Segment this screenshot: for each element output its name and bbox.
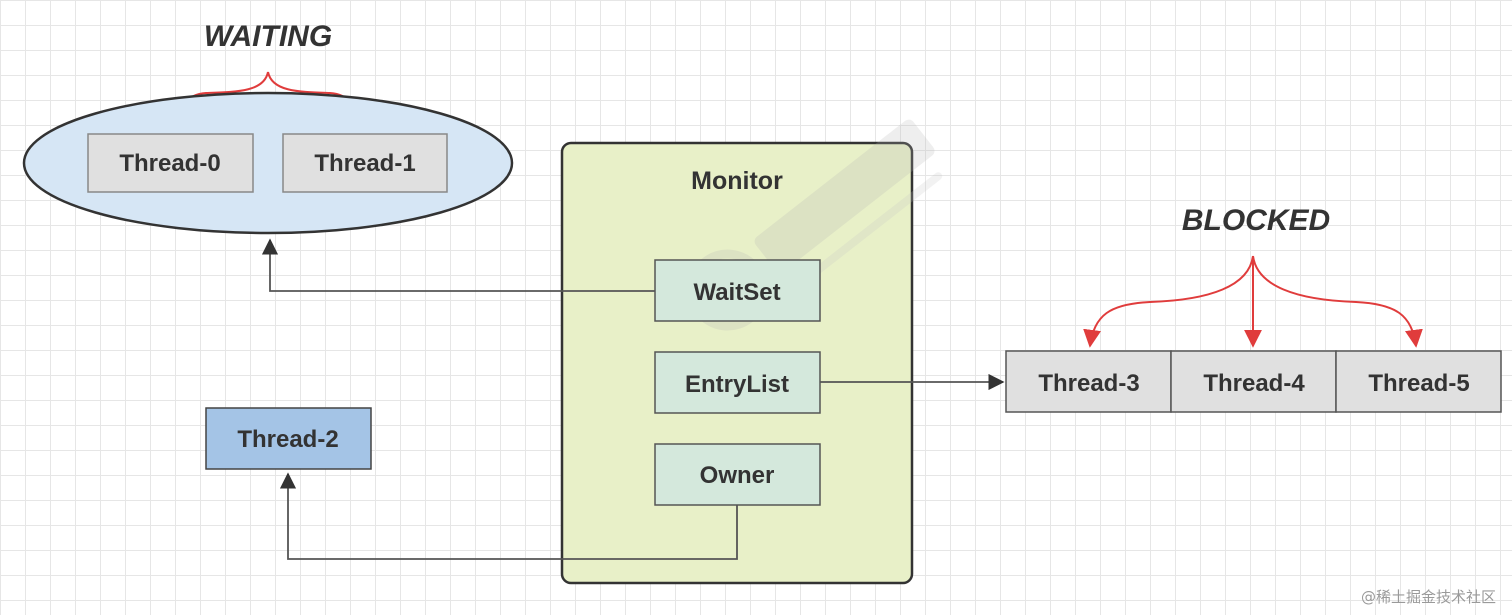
owner-label: Owner bbox=[700, 462, 775, 489]
entry-list-slot[interactable]: EntryList bbox=[654, 351, 821, 414]
wait-set-slot[interactable]: WaitSet bbox=[654, 259, 821, 322]
source-credit: @稀土掘金技术社区 bbox=[1360, 588, 1496, 606]
thread-4-box[interactable]: Thread-4 bbox=[1170, 350, 1337, 413]
waiting-label: WAITING bbox=[204, 20, 332, 53]
blocked-arrow-left bbox=[1083, 255, 1254, 348]
monitor-title: Monitor bbox=[691, 167, 783, 195]
waitset-to-waiting-arrow bbox=[261, 238, 655, 292]
thread-4-label: Thread-4 bbox=[1203, 370, 1305, 397]
thread-0-box[interactable]: Thread-0 bbox=[87, 133, 254, 193]
blocked-label: BLOCKED bbox=[1182, 204, 1330, 237]
thread-5-label: Thread-5 bbox=[1368, 370, 1469, 397]
owner-to-thread-2-arrow bbox=[279, 472, 738, 560]
thread-1-label: Thread-1 bbox=[314, 150, 415, 177]
wait-set-ellipse bbox=[22, 91, 514, 235]
wait-set-label: WaitSet bbox=[693, 279, 780, 306]
thread-2-label: Thread-2 bbox=[237, 426, 338, 453]
thread-3-label: Thread-3 bbox=[1038, 370, 1139, 397]
blocked-arrow-right bbox=[1252, 255, 1423, 348]
owner-slot[interactable]: Owner bbox=[654, 443, 821, 506]
entry-list-label: EntryList bbox=[685, 371, 789, 398]
thread-3-box[interactable]: Thread-3 bbox=[1005, 350, 1172, 413]
thread-5-box[interactable]: Thread-5 bbox=[1335, 350, 1502, 413]
thread-0-label: Thread-0 bbox=[119, 150, 220, 177]
thread-2-box[interactable]: Thread-2 bbox=[205, 407, 372, 470]
thread-1-box[interactable]: Thread-1 bbox=[282, 133, 448, 193]
